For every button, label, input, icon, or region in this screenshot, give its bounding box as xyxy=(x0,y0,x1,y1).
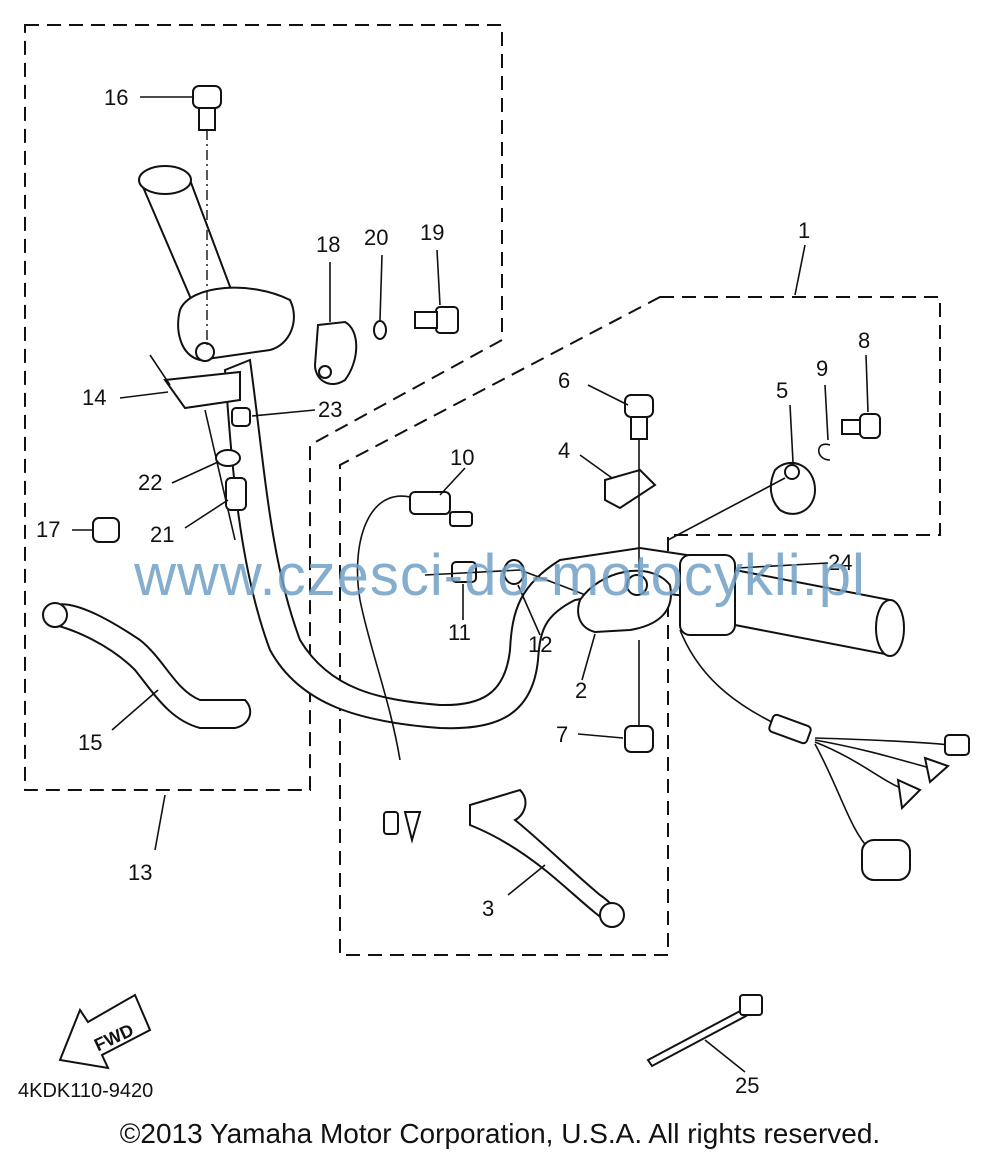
part-21-adjuster xyxy=(225,477,247,511)
callout-3: 3 xyxy=(482,896,494,921)
callout-9: 9 xyxy=(816,356,828,381)
right-grip-end xyxy=(875,599,905,657)
part-6-bolt-shank xyxy=(630,416,648,440)
callout-1: 1 xyxy=(798,218,810,243)
callouts: 16 18 20 19 14 23 22 17 21 15 13 1 6 4 5… xyxy=(36,85,870,1098)
harness-wire-3 xyxy=(814,741,906,791)
part-25-tie xyxy=(646,1008,748,1068)
part-19-bolt-shank xyxy=(414,311,438,329)
callout-17: 17 xyxy=(36,517,60,542)
callout-13: 13 xyxy=(128,860,152,885)
right-grip xyxy=(734,568,903,657)
part-8-screw-head xyxy=(859,413,881,439)
callout-19: 19 xyxy=(420,220,444,245)
harness-wire-1 xyxy=(814,737,951,746)
callout-23: 23 xyxy=(318,397,342,422)
callout-11: 11 xyxy=(448,620,471,645)
callout-6: 6 xyxy=(558,368,570,393)
harness-wire-2 xyxy=(814,739,931,769)
part-15-lever xyxy=(54,603,252,729)
part-9-clip xyxy=(817,443,831,461)
callout-18: 18 xyxy=(316,232,340,257)
part-6-bolt-head xyxy=(624,394,654,418)
part-15-lever-tip xyxy=(42,602,68,628)
harness-plug xyxy=(861,839,911,881)
part-5-hole xyxy=(784,464,800,480)
part-22-ring xyxy=(215,449,241,467)
callout-21: 21 xyxy=(150,522,174,547)
harness-connector-2 xyxy=(923,756,950,784)
part-25-tie-head xyxy=(739,994,763,1016)
callout-24: 24 xyxy=(828,550,852,575)
part-10-switch xyxy=(409,491,451,515)
fwd-arrow-icon xyxy=(58,993,152,1070)
part-8-screw-shank xyxy=(841,419,861,435)
group-13-outline xyxy=(24,24,503,791)
group-1-outline xyxy=(339,296,941,956)
callout-7: 7 xyxy=(556,722,568,747)
callout-15: 15 xyxy=(78,730,102,755)
callout-20: 20 xyxy=(364,225,388,250)
callout-4: 4 xyxy=(558,438,570,463)
callout-25: 25 xyxy=(735,1073,759,1098)
left-holder-hole xyxy=(195,342,215,362)
cable-left xyxy=(204,409,236,541)
part-16-bolt-shank xyxy=(198,107,216,131)
part-12-nut xyxy=(503,559,525,585)
part-14-bracket xyxy=(163,370,241,410)
part-5-clamp xyxy=(769,461,817,515)
part-17-nut xyxy=(92,517,120,543)
part-19-bolt-head xyxy=(435,306,459,334)
part-10-switch-tip xyxy=(449,511,473,527)
callout-10: 10 xyxy=(450,445,474,470)
handlebar xyxy=(223,358,722,730)
part-16-bolt-head xyxy=(192,85,222,109)
part-4-block xyxy=(604,468,657,510)
part-18-hole xyxy=(318,365,332,379)
callout-12: 12 xyxy=(528,632,552,657)
leader-lines xyxy=(72,96,869,1073)
part-20-washer xyxy=(373,320,387,340)
harness-wire-4 xyxy=(814,743,871,851)
callout-22: 22 xyxy=(138,470,162,495)
harness-connector-3 xyxy=(896,778,922,811)
harness-connector-1 xyxy=(944,734,970,756)
part-24-housing xyxy=(679,554,736,636)
callout-14: 14 xyxy=(82,385,106,410)
callout-2: 2 xyxy=(575,678,587,703)
part-23-rubber xyxy=(231,407,251,427)
wire-connector-b xyxy=(403,811,422,844)
wire-connector-a xyxy=(383,811,399,835)
callout-5: 5 xyxy=(776,378,788,403)
callout-8: 8 xyxy=(858,328,870,353)
part-7-nut xyxy=(624,725,654,753)
left-grip-end xyxy=(138,165,192,195)
harness-sleeve xyxy=(768,713,812,745)
callout-16: 16 xyxy=(104,85,128,110)
part-3-lever-tip xyxy=(599,902,625,928)
part-2-hole xyxy=(626,574,648,596)
copyright: ©2013 Yamaha Motor Corporation, U.S.A. A… xyxy=(119,1118,881,1149)
diagram-code: 4KDK110-9420 xyxy=(18,1080,154,1102)
part-14-wire xyxy=(149,354,171,386)
wire-10 xyxy=(356,495,421,761)
